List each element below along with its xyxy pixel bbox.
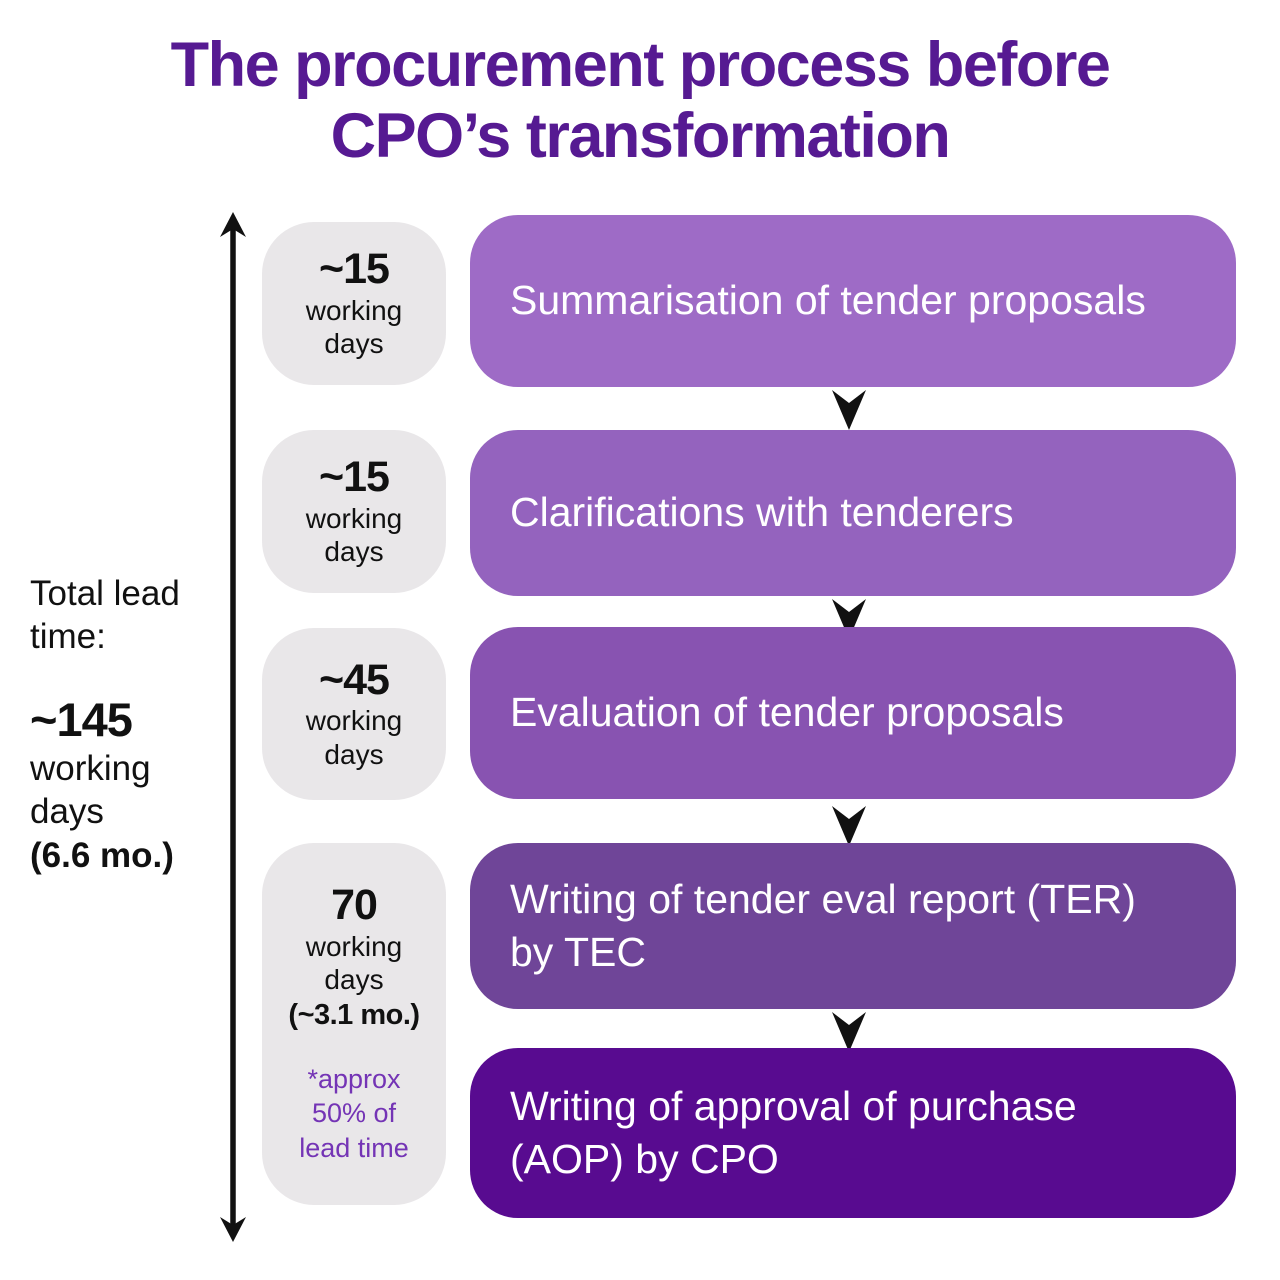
duration-value: ~45 bbox=[319, 655, 390, 704]
duration-value: 70 bbox=[331, 881, 378, 930]
duration-months: (~3.1 mo.) bbox=[288, 998, 420, 1031]
step-label: Summarisation of tender proposals bbox=[510, 277, 1146, 324]
lead-time-note: *approx 50% of lead time bbox=[299, 1063, 409, 1164]
step-label: Writing of approval of purchase (AOP) by… bbox=[510, 1082, 1077, 1182]
duration-value: ~15 bbox=[319, 245, 390, 294]
step-box-aop-writing: Writing of approval of purchase (AOP) by… bbox=[470, 1048, 1236, 1218]
step-label: Writing of tender eval report (TER) by T… bbox=[510, 875, 1136, 975]
duration-unit: working days bbox=[305, 930, 403, 996]
duration-box-1: ~15 working days bbox=[262, 222, 446, 385]
step-label: Evaluation of tender proposals bbox=[510, 689, 1064, 736]
duration-unit: working days bbox=[305, 705, 403, 770]
total-lead-time-unit: working days bbox=[30, 748, 151, 832]
down-arrow-icon bbox=[832, 806, 866, 846]
step-label: Clarifications with tenderers bbox=[510, 489, 1014, 536]
down-arrow-icon bbox=[832, 599, 866, 639]
duration-box-3: ~45 working days bbox=[262, 628, 446, 800]
down-arrow-icon bbox=[832, 390, 866, 430]
step-box-clarifications: Clarifications with tenderers bbox=[470, 430, 1236, 596]
duration-box-2: ~15 working days bbox=[262, 430, 446, 593]
step-box-evaluation: Evaluation of tender proposals bbox=[470, 627, 1236, 799]
duration-value: ~15 bbox=[319, 453, 390, 502]
total-lead-time-months: (6.6 mo.) bbox=[30, 835, 174, 875]
duration-box-4: 70 working days (~3.1 mo.) *approx 50% o… bbox=[262, 843, 446, 1205]
duration-unit: working days bbox=[305, 294, 403, 360]
total-lead-time-block: Total lead time: ~145 working days (6.6 … bbox=[30, 572, 210, 877]
step-box-summarisation: Summarisation of tender proposals bbox=[470, 215, 1236, 387]
step-box-ter-writing: Writing of tender eval report (TER) by T… bbox=[470, 843, 1236, 1009]
total-lead-time-arrow-icon bbox=[220, 212, 246, 1242]
page-title: The procurement process before CPO’s tra… bbox=[170, 30, 1111, 172]
total-lead-time-value: ~145 bbox=[30, 692, 133, 746]
duration-unit: working days bbox=[305, 502, 403, 568]
total-lead-time-label: Total lead time: bbox=[30, 574, 180, 657]
down-arrow-icon bbox=[832, 1012, 866, 1052]
